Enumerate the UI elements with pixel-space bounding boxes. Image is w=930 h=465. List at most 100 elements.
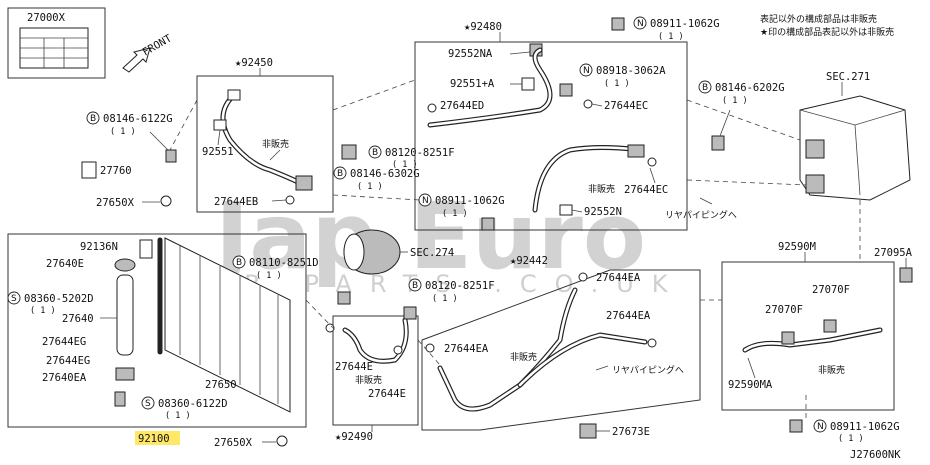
figure-code: J27600NK [850,449,901,461]
part-group-08120-upper: B 08120-8251F ( 1 ) [341,144,455,170]
part-92590M: 92590M [778,241,816,253]
part-group-08146-6122G: B 08146-6122G ( 1 ) [86,111,177,163]
part-group-27760: 27760 [81,161,132,179]
part-27095A: 27095A [874,247,913,259]
bolt-icon [403,306,417,320]
qty: ( 1 ) [432,294,458,304]
part-group-08110: B 08110-8251D ( 1 ) [232,255,351,305]
bolt-icon [341,144,357,160]
part-group-08146-6302G: B 08146-6302G ( 1 ) [333,166,420,192]
fitting-icon [805,174,825,194]
nut-icon [789,419,803,433]
group-92590M: 92590M 27070F 27070F 非販売 92590MA [721,241,895,411]
bracket-icon [115,367,135,381]
section-ref-274: SEC.274 [410,247,454,259]
o-ring-icon [583,99,593,109]
bracket-icon [579,423,597,439]
part-group-08918: N 08918-3062A ( 1 ) [579,63,666,89]
qty: ( 1 ) [256,271,282,281]
nut-icon [611,17,625,31]
part-group-08911-top: N 08911-1062G ( 1 ) [611,16,720,42]
pipe-92442-b [517,332,648,388]
part-08120-8251F-a: 08120-8251F [385,147,455,159]
part-27000X: 27000X [27,12,66,24]
part-92100: 92100 [138,433,170,445]
clip-icon [213,119,227,131]
part-92551A: 92551+A [450,78,495,90]
label-27000X-group: 27000X [7,7,106,79]
prefix-S: S [145,399,151,409]
prefix-circle-B [698,80,712,94]
part-92480: ★92480 [464,21,502,33]
part-group-08120-lower: B 08120-8251F ( 1 ) [403,278,495,320]
o-ring-icon [578,272,588,282]
part-27650X-bot: 27650X [214,437,253,449]
box-92100 [7,233,307,428]
fitting-icon [559,83,573,97]
bolt-icon [165,149,177,163]
part-27760: 27760 [100,165,132,177]
front-arrow-icon [122,47,151,73]
prefix-B: B [372,148,378,158]
part-92551: 92551 [202,146,234,158]
part-group-08911-bot: N 08911-1062G ( 1 ) [789,419,900,444]
prefix-B: B [90,114,96,124]
part-08146-6302G: 08146-6302G [350,168,420,180]
prefix-B: B [412,281,418,291]
part-27644EA-c: 27644EA [444,343,489,355]
qty: ( 1 ) [722,96,748,106]
part-08146-6202G: 08146-6202G [715,82,785,94]
label-box [7,7,106,79]
to-rear-piping-note-1: リヤパイピングへ [665,209,737,221]
not-sold-note-5: 非販売 [818,364,845,376]
o-ring-icon [285,195,295,205]
to-rear-piping-note-2: リヤパイピングへ [612,364,684,376]
group-92450: ★92450 92551 非販売 27644EB [196,57,334,213]
qty: ( 1 ) [30,306,56,316]
part-27644EG-a: 27644EG [42,336,86,348]
part-group-08146-6202G: B 08146-6202G ( 1 ) [698,80,785,151]
part-27640: 27640 [62,313,94,325]
part-group-27673E: 27673E [579,423,650,439]
part-08911-1062G-top: 08911-1062G [650,18,720,30]
part-08120-8251F-b: 08120-8251F [425,280,495,292]
part-group-27095A: 27095A [874,247,913,283]
prefix-N: N [817,422,824,432]
prefix-circle-B [333,166,347,180]
box-92590M [721,261,895,411]
prefix-S: S [11,294,17,304]
front-label: FRONT [141,32,175,59]
prefix-N: N [422,196,429,206]
fitting-icon [295,175,313,191]
group-92480: ★92480 92552NA 92551+A 27644ED 27644EC 非… [414,21,688,231]
note-line-1: 表記以外の構成部品は非販売 [760,13,877,25]
not-sold-note-1: 非販売 [262,138,289,150]
not-sold-note-4: 非販売 [510,351,537,363]
hose-92490 [342,317,409,364]
condenser-icon [164,237,291,413]
part-27644EG-b: 27644EG [46,355,90,367]
cap-icon [114,258,136,272]
clip-icon [781,331,795,345]
o-ring-icon [393,345,403,355]
group-92490: 27644E 非販売 27644E ★92490 [325,315,419,443]
part-group-27650X-bot: 27650X [214,435,288,449]
compressor-sec274: SEC.274 [343,229,454,275]
box-92442 [421,269,701,431]
part-27650X-top: 27650X [96,197,135,209]
prefix-circle-B [368,145,382,159]
part-27070F-a: 27070F [812,284,850,296]
bolt-icon [337,291,351,305]
grommet-icon [160,195,172,207]
bolt-icon [711,135,725,151]
front-direction-indicator: FRONT [122,32,175,73]
prefix-circle-N [579,63,593,77]
qty: ( 1 ) [442,209,468,219]
box-92480 [414,41,688,231]
part-92590MA: 92590MA [728,379,773,391]
prefix-circle-B [408,278,422,292]
part-27644EA-a: 27644EA [596,272,641,284]
o-ring-icon [425,343,435,353]
part-27644E-a: 27644E [335,361,373,373]
part-08146-6122G: 08146-6122G [103,113,173,125]
